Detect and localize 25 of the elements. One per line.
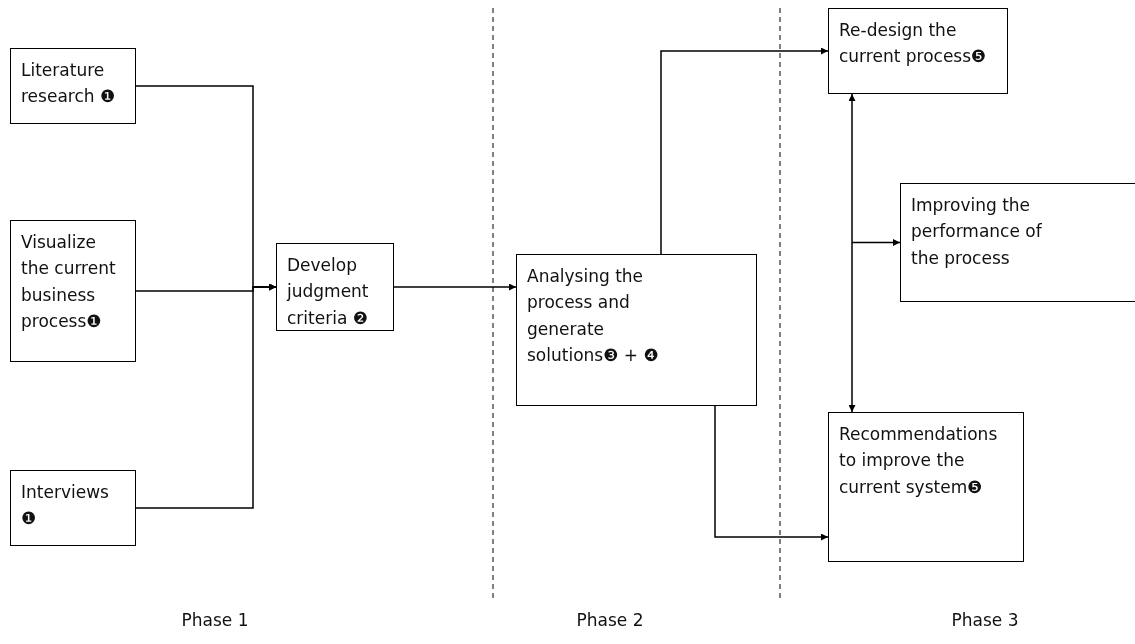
arrow — [135, 283, 277, 509]
box-text: Visualize the current business process❶ — [21, 231, 117, 334]
phase-label: Phase 1 — [181, 610, 249, 630]
process-box — [10, 220, 136, 362]
process-box — [276, 243, 394, 331]
arrow — [393, 283, 517, 291]
box-text: Improving the performance of the process — [911, 194, 1043, 270]
phase-label: Phase 3 — [951, 610, 1019, 630]
box-text: Re-design the current process❺ — [839, 19, 988, 69]
process-box — [516, 254, 757, 406]
arrow — [714, 405, 829, 541]
arrow — [848, 93, 856, 413]
process-box — [828, 8, 1008, 94]
box-text: Develop judgment criteria ❷ — [287, 254, 370, 330]
box-text: Interviews ❶ — [21, 481, 110, 531]
process-box — [900, 183, 1135, 302]
process-box — [10, 470, 136, 546]
box-text: Literature research ❶ — [21, 59, 117, 109]
arrow — [660, 47, 829, 255]
arrow — [851, 239, 901, 246]
box-text: Recommendations to improve the current system❺ — [839, 423, 999, 499]
box-text: Analysing the process and generate solutions❸ + ❹ — [527, 265, 660, 368]
process-box — [10, 48, 136, 124]
process-box — [828, 412, 1024, 562]
phase-label: Phase 2 — [576, 610, 644, 630]
